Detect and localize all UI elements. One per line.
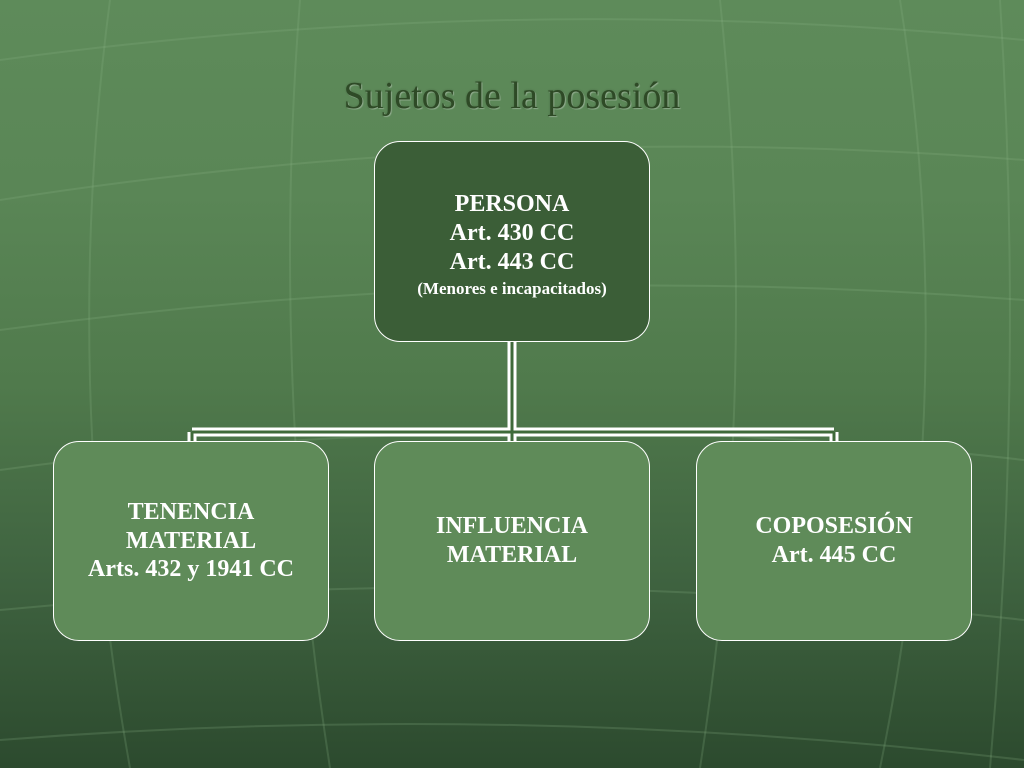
node-tenencia-line-3: Arts. 432 y 1941 CC — [88, 556, 294, 583]
node-tenencia-line-2: MATERIAL — [125, 527, 257, 554]
node-influencia-line-2: MATERIAL — [446, 542, 578, 568]
slide-title: Sujetos de la posesión — [343, 75, 681, 117]
node-persona-line-3: Art. 443 CC — [449, 248, 575, 275]
node-persona-line-2: Art. 430 CC — [449, 219, 575, 246]
node-persona: PERSONA Art. 430 CC Art. 443 CC (Menores… — [374, 141, 650, 342]
node-influencia-material: INFLUENCIA MATERIAL — [374, 441, 650, 641]
node-coposesion: COPOSESIÓN Art. 445 CC — [696, 441, 972, 641]
node-influencia-line-1: INFLUENCIA — [435, 513, 588, 540]
node-coposesion-line-1: COPOSESIÓN — [755, 513, 913, 540]
node-persona-line-1: PERSONA — [454, 191, 570, 218]
node-persona-note: (Menores e incapacitados) — [417, 278, 607, 298]
node-tenencia-material: TENENCIA MATERIAL Arts. 432 y 1941 CC — [53, 441, 329, 641]
node-tenencia-line-1: TENENCIA — [127, 498, 255, 525]
node-coposesion-line-2: Art. 445 CC — [771, 542, 897, 568]
